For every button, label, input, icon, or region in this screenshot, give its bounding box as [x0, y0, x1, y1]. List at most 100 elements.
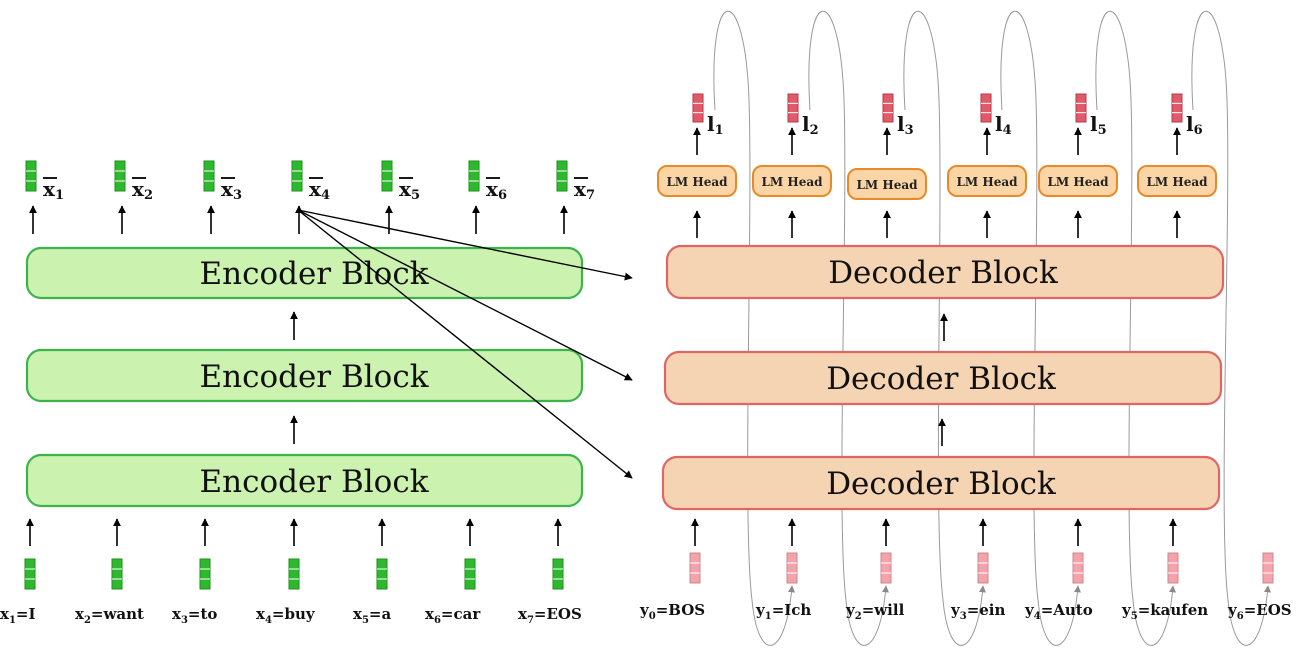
- logit-label-1: l1: [707, 112, 724, 138]
- decoder-input-vector-0: [689, 552, 701, 584]
- autoregressive-loop-5: [1095, 10, 1176, 646]
- encoder-input-label-5: x5=a: [353, 605, 391, 626]
- encoder-input-6: x6=car: [425, 518, 481, 626]
- encoder-input-vector-4: [288, 558, 300, 590]
- encoder-input-vector-6: [464, 558, 476, 590]
- decoder-input-vector-3: [977, 552, 989, 584]
- decoder-inputs: y0=BOS y1=Ich y2=will y3=ein y4=Auto y5=kaufe…: [639, 518, 1292, 622]
- encoder-output-label-3: x3: [221, 177, 242, 203]
- lm-head-5: LM Head: [1038, 127, 1118, 238]
- decoder-input-label-2: y2=will: [845, 601, 905, 622]
- logit-5: l5: [1075, 93, 1107, 138]
- encoder-input-vector-7: [552, 558, 564, 590]
- decoder-block-bottom-label: Decoder Block: [826, 466, 1056, 502]
- lm-head-box-4: [947, 165, 1027, 197]
- encoder-input-2: x2=want: [75, 518, 144, 626]
- logit-2: l2: [787, 93, 819, 138]
- decoder-input-vector-4: [1072, 552, 1084, 584]
- encoder-output-vector-1: [25, 160, 37, 192]
- encoder-output-label-1: x1: [43, 177, 64, 203]
- encoder-input-vector-5: [376, 558, 388, 590]
- decoder-block-middle: Decoder Block: [663, 350, 1223, 406]
- lm-head-box-2: [752, 165, 832, 197]
- lm-head-box-5: [1038, 165, 1118, 197]
- decoder-input-1: y1=Ich: [755, 518, 811, 622]
- decoder: Decoder Block Decoder Block Decoder Bloc…: [639, 93, 1292, 622]
- cross-attention-arrows: [297, 209, 633, 479]
- encoder-block-bottom: Encoder Block: [25, 453, 584, 508]
- autoregressive-loop-4: [1000, 10, 1081, 646]
- decoder-block-top-box: [665, 244, 1225, 300]
- lm-head-box-1: [657, 165, 737, 197]
- logit-label-5: l5: [1090, 112, 1107, 138]
- decoder-block-bottom: Decoder Block: [661, 455, 1221, 511]
- autoregressive-loop-1: [713, 10, 795, 646]
- logit-vector-4: [980, 93, 992, 123]
- decoder-input-0: y0=BOS: [639, 518, 705, 622]
- encoder-input-1: x1=I: [0, 518, 36, 626]
- lm-head-label-5: LM Head: [1047, 175, 1109, 189]
- decoder-input-6: y6=EOS: [1227, 552, 1292, 622]
- encoder-block-middle-label: Encoder Block: [200, 359, 429, 395]
- encoder-output-label-6: x6: [486, 177, 507, 203]
- autoregressive-loop-3: [903, 10, 986, 646]
- decoder-block-top: Decoder Block: [665, 244, 1225, 300]
- lm-head-6: LM Head: [1137, 127, 1217, 238]
- logit-1: l1: [692, 93, 724, 138]
- logit-label-4: l4: [995, 112, 1012, 138]
- encoder-input-label-1: x1=I: [0, 605, 36, 626]
- encoder-block-top: Encoder Block: [25, 246, 584, 300]
- logit-vector-1: [692, 93, 704, 123]
- encoder-block-top-label: Encoder Block: [200, 256, 429, 292]
- encoder-output-6: x6: [468, 160, 507, 234]
- encoder-output-3: x3: [203, 160, 242, 234]
- lm-head-4: LM Head: [947, 127, 1027, 238]
- lm-head-3: LM Head: [847, 127, 927, 238]
- lm-head-label-6: LM Head: [1146, 175, 1208, 189]
- encoder-input-7: x7=EOS: [518, 518, 582, 626]
- lm-head-2: LM Head: [752, 127, 832, 238]
- decoder-input-5: y5=kaufen: [1121, 518, 1208, 622]
- encoder-input-3: x3=to: [172, 518, 217, 626]
- encoder-block-middle-box: [25, 348, 584, 403]
- encoder-input-label-6: x6=car: [425, 605, 481, 626]
- encoder-output-2: x2: [114, 160, 153, 234]
- decoder-input-label-4: y4=Auto: [1024, 601, 1093, 622]
- decoder-input-3: y3=ein: [950, 518, 1005, 622]
- logit-label-2: l2: [802, 112, 819, 138]
- decoder-input-vector-2: [880, 552, 892, 584]
- decoder-input-vector-6: [1262, 552, 1274, 584]
- encoder-block-bottom-box: [25, 453, 584, 508]
- decoder-input-label-5: y5=kaufen: [1121, 601, 1208, 622]
- cross-attention-arrow-bottom: [297, 209, 633, 479]
- logit-3: l3: [882, 93, 914, 138]
- decoder-input-label-0: y0=BOS: [639, 601, 705, 622]
- logit-vector-2: [787, 93, 799, 123]
- decoder-input-label-1: y1=Ich: [755, 601, 811, 622]
- encoder-input-5: x5=a: [353, 518, 391, 626]
- lm-head-box-6: [1137, 165, 1217, 197]
- encoder-block-middle: Encoder Block: [25, 348, 584, 403]
- logit-label-6: l6: [1186, 112, 1203, 138]
- decoder-lm-heads: LM Head LM Head LM Head LM Head LM Head LM He…: [657, 93, 1217, 238]
- encoder-output-label-7: x7: [574, 177, 595, 203]
- encoder-output-5: x5: [381, 160, 420, 234]
- autoregressive-loops: [713, 10, 1271, 646]
- encoder-output-label-4: x4: [309, 177, 330, 203]
- lm-head-label-3: LM Head: [856, 178, 918, 192]
- decoder-input-2: y2=will: [845, 518, 905, 622]
- decoder-input-vector-1: [786, 552, 798, 584]
- logit-vector-3: [882, 93, 894, 123]
- lm-head-box-3: [847, 168, 927, 200]
- logit-label-3: l3: [897, 112, 914, 138]
- encoder-output-vector-7: [556, 160, 568, 192]
- lm-head-label-1: LM Head: [666, 175, 728, 189]
- logit-vector-5: [1075, 93, 1087, 123]
- encoder-output-1: x1: [25, 160, 64, 234]
- encoder-input-vector-2: [111, 558, 123, 590]
- encoder-input-label-3: x3=to: [172, 605, 217, 626]
- decoder-block-middle-box: [663, 350, 1223, 406]
- logit-6: l6: [1171, 93, 1203, 138]
- encoder-outputs: x1 x2 x3 x4 x5 x6 x7: [25, 160, 595, 234]
